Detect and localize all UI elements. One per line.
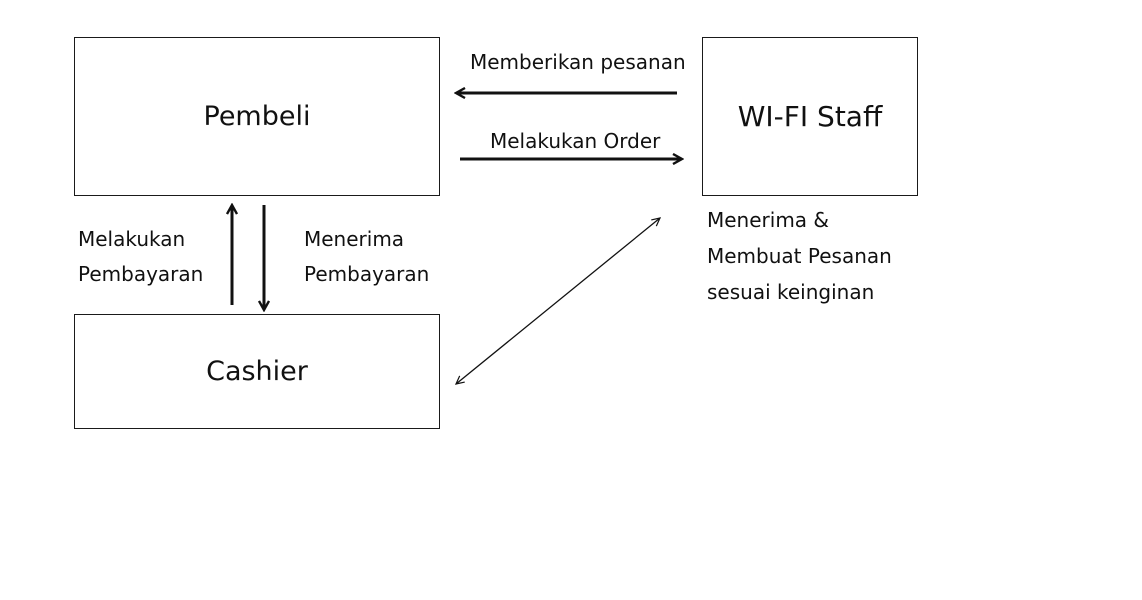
node-cashier-label: Cashier: [206, 356, 308, 387]
arrow-cashier-staff: [454, 217, 662, 385]
node-pembeli-label: Pembeli: [203, 101, 311, 132]
node-wifi-staff: WI-FI Staff: [702, 37, 918, 196]
edge-label-menerima-pembayaran: Menerima Pembayaran: [304, 222, 429, 292]
edge-label-membuat-pesanan: Menerima & Membuat Pesanan sesuai keingi…: [707, 202, 892, 310]
edge-label-line: Membuat Pesanan: [707, 244, 892, 268]
edge-label-line: sesuai keinginan: [707, 280, 875, 304]
node-pembeli: Pembeli: [74, 37, 440, 196]
edge-label-melakukan-order: Melakukan Order: [490, 129, 661, 153]
edge-label-line: Pembayaran: [78, 262, 204, 286]
edge-label-memberikan-pesanan: Memberikan pesanan: [470, 50, 686, 74]
edge-label-line: Menerima: [304, 227, 405, 251]
edge-label-line: Melakukan: [78, 227, 186, 251]
edge-label-line: Pembayaran: [304, 262, 430, 286]
edge-label-melakukan-pembayaran: Melakukan Pembayaran: [78, 222, 203, 292]
node-cashier: Cashier: [74, 314, 440, 429]
edge-label-line: Menerima &: [707, 208, 830, 232]
node-wifi-staff-label: WI-FI Staff: [737, 100, 883, 133]
